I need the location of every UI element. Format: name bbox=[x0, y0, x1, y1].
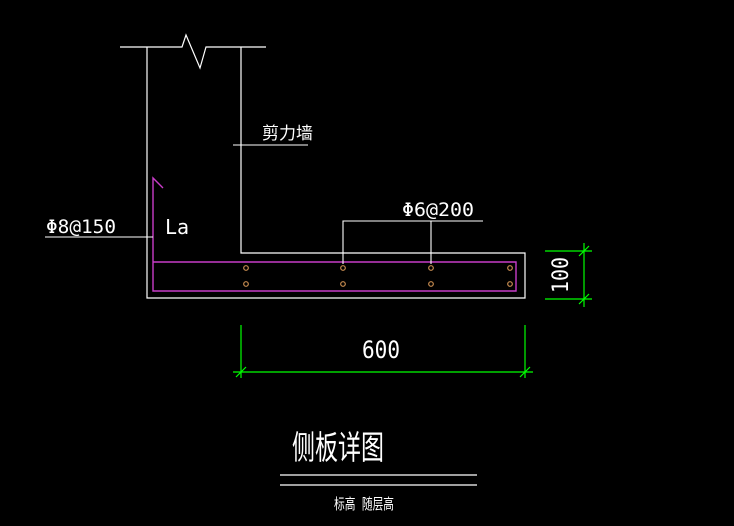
rebar-group bbox=[152, 176, 517, 292]
rebar-dots bbox=[243, 265, 513, 287]
rebar-dot bbox=[428, 281, 434, 287]
anchorage-label: La bbox=[165, 215, 189, 239]
width-tick-left bbox=[235, 366, 247, 378]
rebar-dot bbox=[243, 281, 249, 287]
thickness-tick-top bbox=[578, 245, 590, 257]
vertical-rebar-label: Φ8@150 bbox=[46, 216, 116, 238]
rebar-dot bbox=[428, 265, 434, 271]
thickness-tick-bottom bbox=[578, 293, 590, 305]
rebar-dot bbox=[507, 265, 513, 271]
width-tick-right bbox=[519, 366, 531, 378]
horizontal-rebar-label: Φ6@200 bbox=[402, 199, 474, 221]
rebar-dot bbox=[243, 265, 249, 271]
wall-left-edge bbox=[146, 47, 526, 299]
width-dimension bbox=[233, 325, 533, 378]
horizontal-rebar-leader bbox=[342, 220, 483, 264]
rebar-dot bbox=[340, 265, 346, 271]
leader-lines bbox=[45, 144, 483, 264]
break-line bbox=[120, 33, 266, 70]
thickness-dimension bbox=[545, 243, 592, 307]
drawing-title: 侧板详图 bbox=[292, 428, 384, 467]
vertical-rebar-hook bbox=[152, 176, 517, 292]
wall-label: 剪力墙 bbox=[262, 124, 313, 144]
width-dimension-text: 600 bbox=[362, 336, 400, 364]
rebar-dot bbox=[340, 281, 346, 287]
thickness-dimension-text: 100 bbox=[549, 257, 574, 293]
drawing-subtitle: 标高 随层高 bbox=[334, 495, 394, 513]
rebar-dot bbox=[507, 281, 513, 287]
